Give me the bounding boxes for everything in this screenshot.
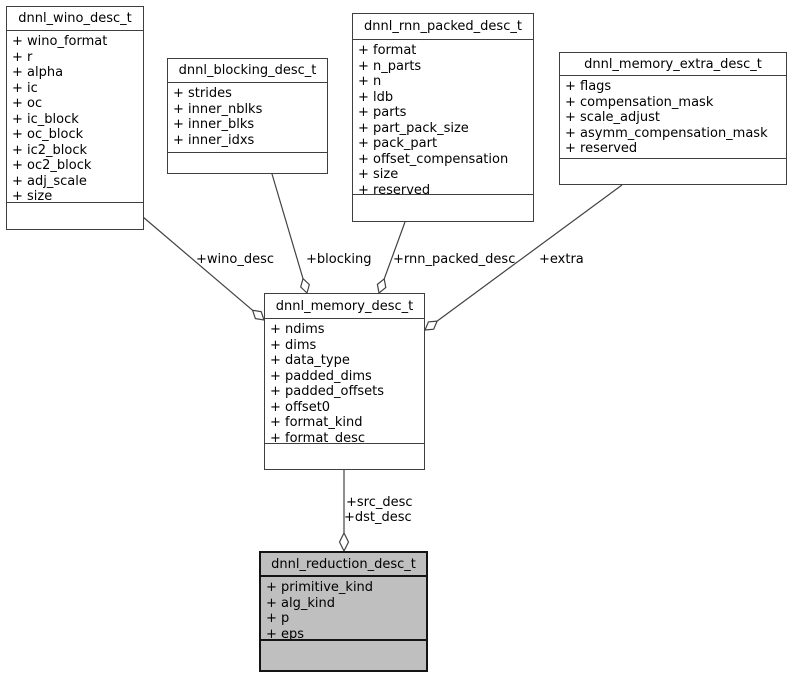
class-field: + scale_adjust [565, 110, 660, 126]
class-field: + data_type [270, 353, 350, 369]
class-field: + compensation_mask [565, 94, 714, 110]
edge-label-src-desc: +src_desc [346, 495, 413, 510]
edge-blocking [271, 173, 304, 279]
class-field: + r [12, 49, 33, 65]
class-field: + oc [12, 96, 43, 112]
aggregation-diamond-rnn [376, 277, 387, 295]
class-box-dnnl-blocking-desc-t[interactable]: dnnl_blocking_desc_t + strides + inner_n… [167, 58, 328, 174]
class-field: + padded_dims [270, 368, 372, 384]
class-field: + inner_blks [173, 117, 255, 133]
class-field: + ic_block [12, 111, 79, 127]
class-box-dnnl-reduction-desc-t[interactable]: dnnl_reduction_desc_t + primitive_kind +… [259, 551, 428, 672]
class-field: + oc2_block [12, 158, 92, 174]
class-methods-empty [261, 641, 426, 670]
class-fields: + primitive_kind + alg_kind + p + eps [261, 577, 426, 641]
class-field: + strides [173, 86, 232, 101]
class-field: + format_desc [270, 430, 366, 444]
aggregation-diamond-wino [251, 309, 265, 321]
class-field: + offset_compensation [358, 151, 509, 167]
aggregation-diamond-reduction [338, 531, 350, 553]
class-field: + adj_scale [12, 173, 87, 189]
edge-label-wino-desc: +wino_desc [196, 252, 274, 267]
aggregation-diamond-blocking [300, 277, 310, 295]
class-title: dnnl_wino_desc_t [7, 7, 143, 31]
class-field: + reserved [565, 141, 638, 157]
class-methods-empty [7, 203, 143, 229]
class-field: + primitive_kind [266, 580, 374, 595]
class-field: + oc_block [12, 127, 84, 143]
class-fields: + wino_format + r + alpha + ic + oc + ic… [7, 31, 143, 203]
class-field: + offset0 [270, 399, 331, 415]
class-title: dnnl_reduction_desc_t [261, 553, 426, 577]
edge-label-dst-desc: +dst_desc [344, 510, 412, 525]
class-box-dnnl-rnn-packed-desc-t[interactable]: dnnl_rnn_packed_desc_t + format + n_part… [352, 13, 534, 222]
class-field: + n [358, 74, 382, 90]
class-field: + format_kind [270, 415, 363, 431]
class-field: + inner_idxs [173, 132, 255, 148]
class-field: + padded_offsets [270, 384, 385, 400]
edge-label-blocking: +blocking [306, 252, 372, 267]
class-methods-empty [353, 195, 533, 221]
class-field: + dims [270, 337, 317, 353]
class-field: + size [12, 189, 53, 203]
edge-label-rnn-packed-desc: +rnn_packed_desc [393, 252, 516, 267]
class-field: + alpha [12, 65, 64, 81]
class-title: dnnl_memory_extra_desc_t [560, 53, 786, 76]
class-field: + pack_part [358, 136, 438, 152]
class-fields: + strides + inner_nblks + inner_blks + i… [168, 83, 327, 153]
edge-wino-desc [142, 216, 253, 311]
class-field: + ic [12, 80, 38, 96]
class-field: + format [358, 43, 417, 58]
class-field: + p [266, 611, 290, 627]
class-field: + n_parts [358, 58, 422, 74]
class-box-dnnl-memory-extra-desc-t[interactable]: dnnl_memory_extra_desc_t + flags + compe… [559, 52, 787, 185]
class-methods-empty [560, 159, 786, 184]
class-field: + flags [565, 79, 612, 94]
class-field: + wino_format [12, 34, 108, 49]
class-fields: + flags + compensation_mask + scale_adju… [560, 76, 786, 159]
class-field: + ldb [358, 89, 394, 105]
edge-rnn-packed-desc [383, 221, 406, 280]
class-methods-empty [265, 444, 424, 469]
class-title: dnnl_rnn_packed_desc_t [353, 14, 533, 40]
class-box-dnnl-wino-desc-t[interactable]: dnnl_wino_desc_t + wino_format + r + alp… [6, 6, 144, 230]
class-fields: + format + n_parts + n + ldb + parts + p… [353, 40, 533, 195]
class-box-dnnl-memory-desc-t[interactable]: dnnl_memory_desc_t + ndims + dims + data… [264, 293, 425, 470]
class-field: + parts [358, 105, 407, 121]
class-field: + ndims [270, 322, 325, 337]
class-field: + size [358, 167, 399, 183]
class-title: dnnl_blocking_desc_t [168, 59, 327, 83]
class-fields: + ndims + dims + data_type + padded_dims… [265, 319, 424, 444]
class-field: + ic2_block [12, 142, 88, 158]
class-title: dnnl_memory_desc_t [265, 294, 424, 319]
class-field: + alg_kind [266, 595, 335, 611]
class-field: + part_pack_size [358, 120, 469, 136]
class-field: + reserved [358, 182, 431, 195]
class-field: + eps [266, 626, 305, 641]
class-methods-empty [168, 153, 327, 173]
edge-label-extra: +extra [539, 252, 584, 267]
class-field: + inner_nblks [173, 101, 263, 117]
edge-extra [436, 184, 623, 322]
aggregation-diamond-extra [424, 320, 439, 331]
class-field: + asymm_compensation_mask [565, 125, 768, 141]
